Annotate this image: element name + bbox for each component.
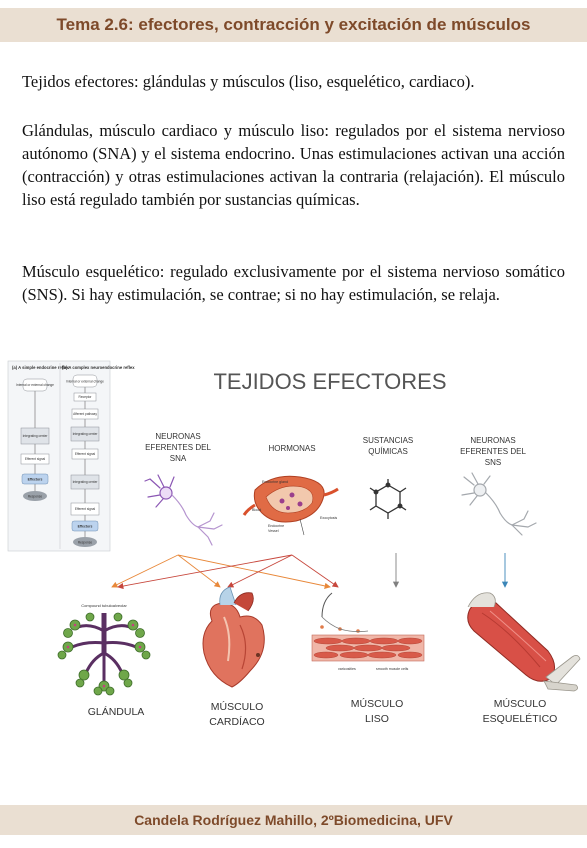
target-smooth-line-1: MÚSCULO [351, 697, 404, 710]
flow-b-step-integrating-2 [70, 474, 100, 490]
hormone-label-exocytosis: Exocytosis [320, 516, 337, 520]
flow-b-step-change [72, 374, 98, 388]
flow-b-step-effectors-label: Effectors [78, 525, 93, 529]
source-2-line-1: HORMONAS [268, 444, 315, 453]
footer-author: Candela Rodríguez Mahillo, 2ºBiomedicina… [134, 812, 453, 828]
flow-a-step-efferent [20, 453, 50, 465]
flow-a-step-change-label: Internal or external change [16, 383, 54, 387]
reflex-flowchart: (a) A simple endocrine reflex (b) A comp… [7, 360, 135, 552]
hormone-label-blood: Blood [252, 508, 261, 512]
source-3-line-2: QUÍMICAS [368, 447, 408, 456]
flowchart-b-title: (b) A complex neuroendocrine reflex [62, 365, 135, 370]
flow-b-step-afferent [71, 408, 99, 420]
endocrine-gland-icon: Endocrine gland Blood Exocytosis Endocri… [242, 475, 339, 536]
target-skeletal-line-2: ESQUELÉTICO [483, 712, 558, 725]
flow-b-step-efferent-2 [70, 502, 100, 516]
page-footer: Candela Rodríguez Mahillo, 2ºBiomedicina… [0, 805, 587, 835]
page-title: Tema 2.6: efectores, contracción y excit… [56, 15, 531, 34]
source-3-line-1: SUSTANCIAS [363, 436, 414, 445]
neuron-sna-icon [144, 474, 223, 546]
source-1-line-2: EFERENTES DEL [145, 443, 211, 452]
flow-b-step-efferent-1-label: Efferent signal [75, 452, 96, 456]
target-cardiac-line-2: CARDÍACO [209, 715, 264, 728]
flow-b-step-receptor-label: Receptor [79, 395, 93, 399]
smooth-muscle-illustration: varicosities smooth muscle cells [311, 592, 425, 671]
paragraph-autonomic-regulation: Glándulas, músculo cardiaco y músculo li… [22, 121, 565, 209]
regulation-arrows [111, 553, 509, 590]
flow-a-step-effectors [21, 473, 49, 485]
flow-b-step-effectors [71, 520, 99, 532]
flow-b-step-receptor [73, 392, 97, 402]
flow-b-step-integrating-label: Integrating center [73, 432, 99, 436]
skeletal-muscle-illustration [467, 592, 581, 692]
flow-a-step-response [23, 491, 47, 501]
source-4-line-1: NEURONAS [470, 436, 515, 445]
flow-a-step-integrating-label: Integrating center [23, 434, 49, 438]
flow-a-step-integrating [20, 427, 50, 445]
gland-illustration: Compound tubuloalveolar [57, 603, 151, 696]
target-smooth-line-2: LISO [365, 713, 389, 725]
flowchart-a-title: (a) A simple endocrine reflex [12, 365, 70, 370]
hormone-label-endocrine: Endocrine [268, 524, 284, 528]
flow-b-step-change-label: Internal or external change [66, 380, 104, 384]
gland-caption: Compound tubuloalveolar [81, 603, 127, 608]
hormone-label-gland: Endocrine gland [262, 480, 288, 484]
heart-illustration [202, 586, 265, 688]
paragraph-effector-tissues: Tejidos efectores: glándulas y músculos … [22, 72, 475, 91]
flow-a-step-efferent-label: Efferent signal [25, 457, 46, 461]
source-1-line-3: SNA [170, 454, 187, 463]
flow-b-step-integrating-2-label: Integrating center [73, 480, 99, 484]
target-gland-label: GLÁNDULA [88, 705, 145, 718]
figure-title: TEJIDOS EFECTORES [213, 369, 446, 394]
chemical-molecule-icon [369, 479, 407, 519]
smooth-caption-varicosities: varicosities [338, 667, 356, 671]
smooth-caption-cells: smooth muscle cells [376, 667, 409, 671]
flow-a-step-response-label: Response [28, 495, 43, 499]
target-skeletal-line-1: MÚSCULO [494, 697, 547, 710]
flow-b-step-response [73, 537, 97, 547]
flow-a-step-effectors-label: Effectors [28, 478, 43, 482]
flow-b-step-efferent-2-label: Efferent signal [75, 507, 96, 511]
target-cardiac-line-1: MÚSCULO [211, 700, 264, 713]
source-1-line-1: NEURONAS [155, 432, 200, 441]
neuron-sns-icon [461, 472, 537, 536]
hormone-label-vessel: Vessel [268, 529, 279, 533]
flow-b-step-integrating [70, 426, 100, 442]
source-4-line-2: EFERENTES DEL [460, 447, 526, 456]
flow-b-step-response-label: Response [78, 541, 93, 545]
flow-a-step-change [22, 378, 48, 392]
page-header: Tema 2.6: efectores, contracción y excit… [0, 8, 587, 42]
effector-tissues-figure: (a) A simple endocrine reflex (b) A comp… [0, 355, 587, 755]
flow-b-step-afferent-label: Afferent pathway [73, 412, 97, 416]
flow-b-step-efferent-1 [71, 448, 99, 460]
paragraph-skeletal-regulation: Músculo esquelético: regulado exclusivam… [22, 262, 565, 304]
source-4-line-3: SNS [485, 458, 501, 467]
